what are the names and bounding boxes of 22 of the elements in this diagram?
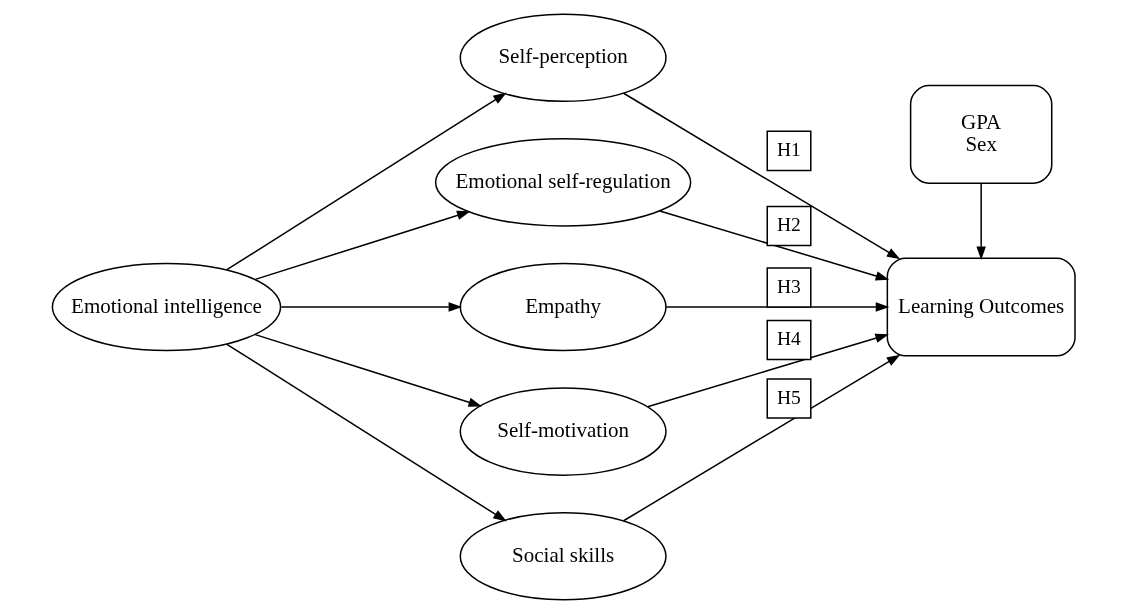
- node-ellipse: Empathy: [459, 262, 667, 352]
- arrow: [664, 302, 889, 312]
- arrow: [225, 92, 507, 271]
- arrow: [254, 333, 482, 407]
- node-ellipse: Emotional self-regulation: [434, 138, 691, 227]
- arrow: [658, 210, 889, 281]
- edge-label: H3: [776, 275, 801, 297]
- arrow: [225, 343, 507, 522]
- node-ellipse: Self-motivation: [459, 387, 667, 476]
- arrow: [254, 210, 470, 281]
- node-ellipse: Emotional intelligence: [51, 262, 281, 352]
- edge-label: H5: [776, 386, 801, 408]
- edge-label: H4: [776, 328, 801, 350]
- edge-label: H1: [776, 138, 801, 160]
- arrow: [280, 302, 462, 312]
- arrow: [622, 354, 900, 522]
- arrow: [646, 333, 889, 408]
- node-box: Learning Outcomes: [886, 257, 1076, 357]
- arrow: [622, 92, 900, 260]
- edge-label: H2: [776, 214, 801, 236]
- arrow: [975, 182, 986, 261]
- node-box: GPA Sex: [909, 84, 1052, 184]
